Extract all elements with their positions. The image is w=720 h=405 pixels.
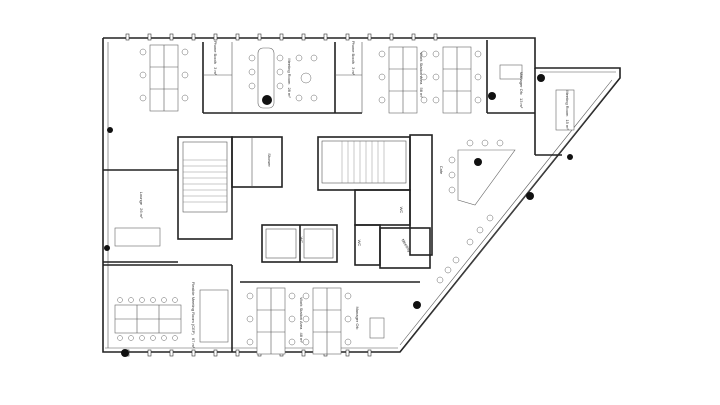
svg-text:Work Station Area 48 m²: Work Station Area 48 m² bbox=[299, 297, 304, 343]
room-label: Meeting Room bbox=[565, 90, 570, 117]
svg-text:Lounge 26 m²: Lounge 26 m² bbox=[139, 192, 144, 219]
columns bbox=[125, 33, 438, 357]
exterior-walls bbox=[102, 37, 621, 353]
svg-text:Meeting Room 28 m²: Meeting Room 28 m² bbox=[287, 58, 292, 98]
room-label: Phone Booth bbox=[213, 41, 218, 64]
restrooms bbox=[231, 134, 433, 269]
room-label: Manager Ofc bbox=[355, 306, 360, 329]
room-label: Meeting Room bbox=[287, 58, 292, 85]
desk-clusters bbox=[114, 44, 575, 355]
plant-icons bbox=[104, 74, 573, 357]
interior-walls bbox=[103, 40, 562, 352]
room-label: Cafe bbox=[439, 166, 444, 175]
svg-text:Meeting Room 15 m²: Meeting Room 15 m² bbox=[565, 90, 570, 130]
room-label: Work Station Area bbox=[419, 52, 424, 85]
stair-left bbox=[177, 136, 233, 240]
stair-right bbox=[317, 136, 411, 191]
room-label: Shower bbox=[267, 153, 272, 167]
svg-text:Manager Ofc 13 m²: Manager Ofc 13 m² bbox=[519, 72, 524, 109]
elevators bbox=[261, 224, 338, 263]
room-label: Lounge bbox=[139, 192, 144, 206]
chairs bbox=[117, 48, 504, 346]
svg-text:Phone Booth 3 m²: Phone Booth 3 m² bbox=[213, 41, 218, 76]
svg-text:Manager Ofc: Manager Ofc bbox=[355, 306, 360, 329]
room-label: Work Station Area bbox=[299, 297, 304, 330]
room-label: WC bbox=[357, 240, 362, 247]
room-label: Flexible Meeting Room (CEP) bbox=[191, 282, 196, 336]
svg-text:Flexible Meeting Room (CEP): Flexible Meeting Room (CEP) 67 m² bbox=[191, 282, 196, 349]
room-labels: Work Station Area 58 m² Meeting Room 28 … bbox=[139, 41, 570, 349]
room-label: WC bbox=[399, 207, 404, 214]
svg-text:Phone Booth 3 m²: Phone Booth 3 m² bbox=[351, 41, 356, 76]
room-label: WC bbox=[299, 237, 304, 244]
room-label: Meeting bbox=[401, 238, 412, 253]
room-label: Phone Booth bbox=[351, 41, 356, 64]
room-label: Manager Ofc bbox=[519, 72, 524, 95]
svg-text:Work Station Area 58 m²: Work Station Area 58 m² bbox=[419, 52, 424, 98]
